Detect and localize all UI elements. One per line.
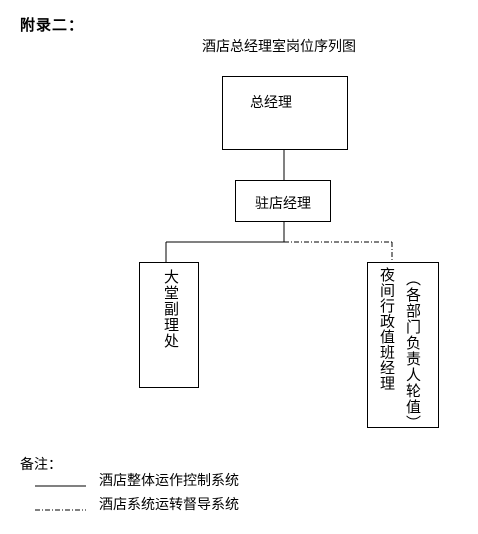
legend-dashdot-text: 酒店系统运转督导系统 [99, 497, 239, 513]
resident-manager-box: 驻店经理 [235, 180, 331, 222]
night-rotation-note: （各部门负责人轮值） [404, 271, 422, 431]
appendix-heading: 附录二： [20, 16, 85, 34]
lobby-label: 大堂副理处 [162, 269, 180, 349]
diagram-title-text: 酒店总经理室岗位序列图 [202, 39, 356, 55]
diagram-title: 酒店总经理室岗位序列图 [202, 36, 356, 56]
night-manager-label: 夜间行政值班经理 [378, 267, 396, 391]
legend-solid-text: 酒店整体运作控制系统 [99, 473, 239, 489]
night-duty-manager-box: 夜间行政值班经理 （各部门负责人轮值） [367, 262, 439, 431]
resident-manager-label: 驻店经理 [255, 196, 311, 212]
lobby-assistant-manager-box: 大堂副理处 [139, 262, 199, 388]
general-manager-box: 总经理 [222, 76, 348, 150]
general-manager-label: 总经理 [250, 95, 292, 111]
notes-label: 备注： [20, 457, 62, 473]
